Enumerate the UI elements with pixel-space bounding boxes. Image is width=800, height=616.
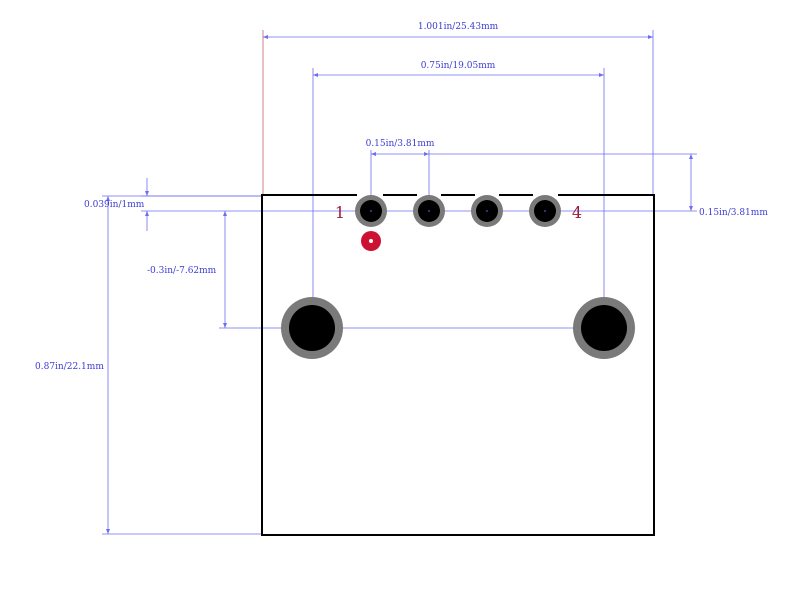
mount-spacing-arrow-right <box>599 73 604 77</box>
pad-3-centre <box>486 210 488 212</box>
overall-height-arrow-top <box>106 196 110 201</box>
pad-4-centre <box>544 210 546 212</box>
mount-offset-arrow-top <box>223 211 227 216</box>
pin-label-first: 1 <box>335 203 345 222</box>
mount-hole-right <box>573 297 635 359</box>
overall-height-arrow-bottom <box>106 529 110 534</box>
mount-hole-left-hole <box>289 305 335 351</box>
dimension-lines <box>102 30 697 535</box>
pin-offset-arrow-top <box>689 154 693 159</box>
mount-offset-label: -0.3in/-7.62mm <box>147 266 217 276</box>
pin1-marker <box>361 231 381 251</box>
overall-width-arrow-left <box>263 35 268 39</box>
mount-hole-right-hole <box>581 305 627 351</box>
pad-3 <box>471 195 503 227</box>
pin-pitch-arrow-left <box>371 152 376 156</box>
outline-body <box>261 194 655 536</box>
pin-pitch-label: 0.15in/3.81mm <box>366 139 435 149</box>
pad-4 <box>529 195 561 227</box>
pad-1-centre <box>370 210 372 212</box>
edge-offset-arrow-bottom <box>145 211 149 216</box>
overall-width-label: 1.001in/25.43mm <box>418 22 499 32</box>
mounting-holes <box>281 297 635 359</box>
component-outline <box>261 194 655 536</box>
edge-offset-arrow-top <box>145 191 149 196</box>
pin-label-last: 4 <box>572 203 582 222</box>
pin-offset-arrow-bottom <box>689 206 693 211</box>
edge-offset-label: 0.039in/1mm <box>84 200 145 210</box>
signal-pads <box>355 195 561 227</box>
pin-offset-label: 0.15in/3.81mm <box>699 208 768 218</box>
pin-pitch-arrow-right <box>424 152 429 156</box>
pad-1 <box>355 195 387 227</box>
pad-2 <box>413 195 445 227</box>
pad-2-centre <box>428 210 430 212</box>
mount-offset-arrow-bottom <box>223 323 227 328</box>
dimension-labels: 1.001in/25.43mm 0.75in/19.05mm 0.15in/3.… <box>35 22 768 372</box>
mount-spacing-label: 0.75in/19.05mm <box>421 61 496 71</box>
mount-spacing-arrow-left <box>313 73 318 77</box>
overall-height-label: 0.87in/22.1mm <box>35 362 104 372</box>
pin1-marker-centre <box>369 239 373 243</box>
overall-width-arrow-right <box>648 35 653 39</box>
mount-hole-left <box>281 297 343 359</box>
